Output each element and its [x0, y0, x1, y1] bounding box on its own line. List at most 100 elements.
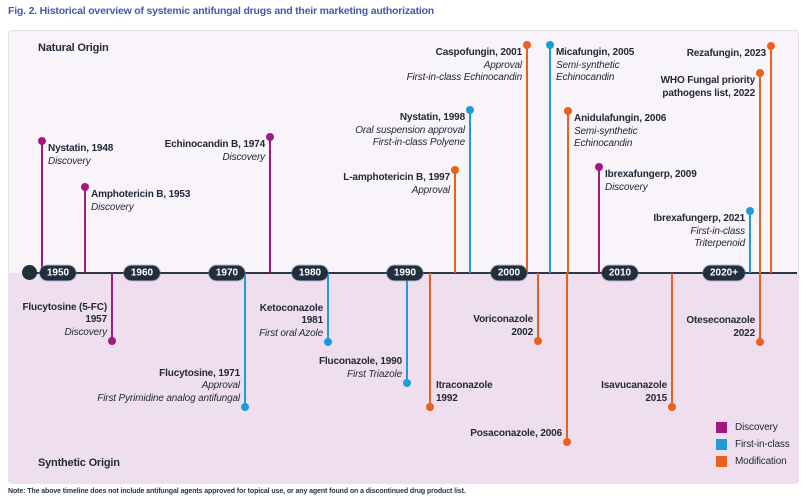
event-dot: [756, 69, 764, 77]
event-stem: [598, 167, 600, 273]
event-name-year: Voriconazole: [473, 314, 533, 325]
axis-year-badge: 2000: [490, 265, 528, 281]
axis-year-badge: 2020+: [702, 265, 746, 281]
event-descriptor: Discovery: [605, 181, 648, 193]
event-descriptor: First-in-class Echinocandin: [406, 72, 523, 83]
event-stem: [759, 273, 761, 342]
event-stem: [566, 273, 568, 442]
event-stem: [269, 137, 271, 273]
event-name-year: Nystatin, 1948: [48, 143, 114, 154]
event-descriptor: Echinocandin: [574, 138, 633, 149]
event-stem: [469, 110, 471, 273]
event-stem: [749, 211, 751, 273]
legend-item: First-in-class: [716, 439, 790, 450]
event-name-year: Anidulafungin, 2006: [574, 113, 667, 124]
axis-year-badge: 1980: [291, 265, 329, 281]
event-name-year: 1981: [301, 315, 323, 326]
event-dot: [668, 403, 676, 411]
event-stem: [111, 273, 113, 341]
event-dot: [534, 337, 542, 345]
event-name-year: Itraconazole: [436, 380, 493, 391]
event-stem: [454, 170, 456, 273]
timeline-start-dot: [22, 265, 37, 280]
event-dot: [523, 41, 531, 49]
synthetic-origin-label: Synthetic Origin: [38, 457, 120, 469]
event-dot: [451, 166, 459, 174]
event-name-year: Flucytosine (5-FC): [22, 301, 107, 313]
event-name-year: 2002: [511, 326, 533, 338]
event-descriptor: Approval: [411, 184, 450, 196]
event-descriptor: Discovery: [222, 151, 265, 163]
axis-year-badge: 1970: [208, 265, 246, 281]
event-descriptor: Discovery: [91, 201, 134, 213]
event-dot: [266, 133, 274, 141]
legend-swatch: [716, 439, 727, 450]
event-dot: [241, 403, 249, 411]
event-name-year: Fluconazole, 1990: [318, 356, 402, 367]
event-dot: [38, 137, 46, 145]
event-name-year: Caspofungin, 2001: [435, 47, 523, 58]
legend-label: Discovery: [735, 422, 778, 433]
event-descriptor: Echinocandin: [556, 72, 615, 83]
natural-origin-label: Natural Origin: [38, 42, 109, 54]
legend-swatch: [716, 422, 727, 433]
event-dot: [767, 42, 775, 50]
event-dot: [426, 403, 434, 411]
axis-year-badge: 1950: [39, 265, 77, 281]
legend-item: Modification: [716, 456, 790, 467]
event-name-year: 2015: [645, 392, 667, 404]
event-name-year: Ibrexafungerp, 2021: [653, 213, 745, 224]
event-dot: [81, 183, 89, 191]
event-stem: [770, 46, 772, 273]
event-descriptor: Approval: [201, 380, 240, 391]
event-name-year: WHO Fungal priority: [660, 75, 756, 86]
event-name-year: 2022: [733, 327, 755, 339]
event-name-year: Isavucanazole: [601, 380, 667, 391]
legend-item: Discovery: [716, 422, 790, 433]
event-name-year: Nystatin, 1998: [399, 112, 465, 123]
event-name-year: Rezafungin, 2023: [686, 48, 766, 59]
event-descriptor: Oral suspension approval: [355, 124, 465, 136]
event-dot: [324, 338, 332, 346]
event-stem: [41, 141, 43, 273]
event-name-year: Amphotericin B, 1953: [91, 189, 191, 200]
event-name-year: pathogens list, 2022: [662, 87, 755, 99]
event-descriptor: Semi-synthetic: [556, 59, 620, 71]
event-descriptor: Discovery: [64, 326, 107, 338]
event-stem: [84, 187, 86, 273]
event-descriptor: First-in-class: [690, 225, 745, 237]
event-label: Rezafungin, 2023: [687, 48, 766, 61]
figure-title: Fig. 2. Historical overview of systemic …: [8, 5, 435, 17]
event-descriptor: First-in-class Polyene: [372, 137, 465, 148]
event-name-year: 1957: [85, 314, 107, 325]
event-descriptor: Semi-synthetic: [574, 125, 638, 137]
event-dot: [595, 163, 603, 171]
event-stem: [526, 45, 528, 273]
event-name-year: Ketoconazole: [259, 302, 323, 314]
event-descriptor: First Pyrimidine analog antifungal: [97, 392, 240, 404]
event-stem: [567, 111, 569, 273]
event-stem: [327, 273, 329, 342]
event-dot: [108, 337, 116, 345]
event-dot: [403, 379, 411, 387]
legend-label: Modification: [735, 456, 787, 467]
event-name-year: Ibrexafungerp, 2009: [605, 169, 697, 180]
event-dot: [466, 106, 474, 114]
event-stem: [671, 273, 673, 407]
legend-label: First-in-class: [735, 439, 790, 450]
